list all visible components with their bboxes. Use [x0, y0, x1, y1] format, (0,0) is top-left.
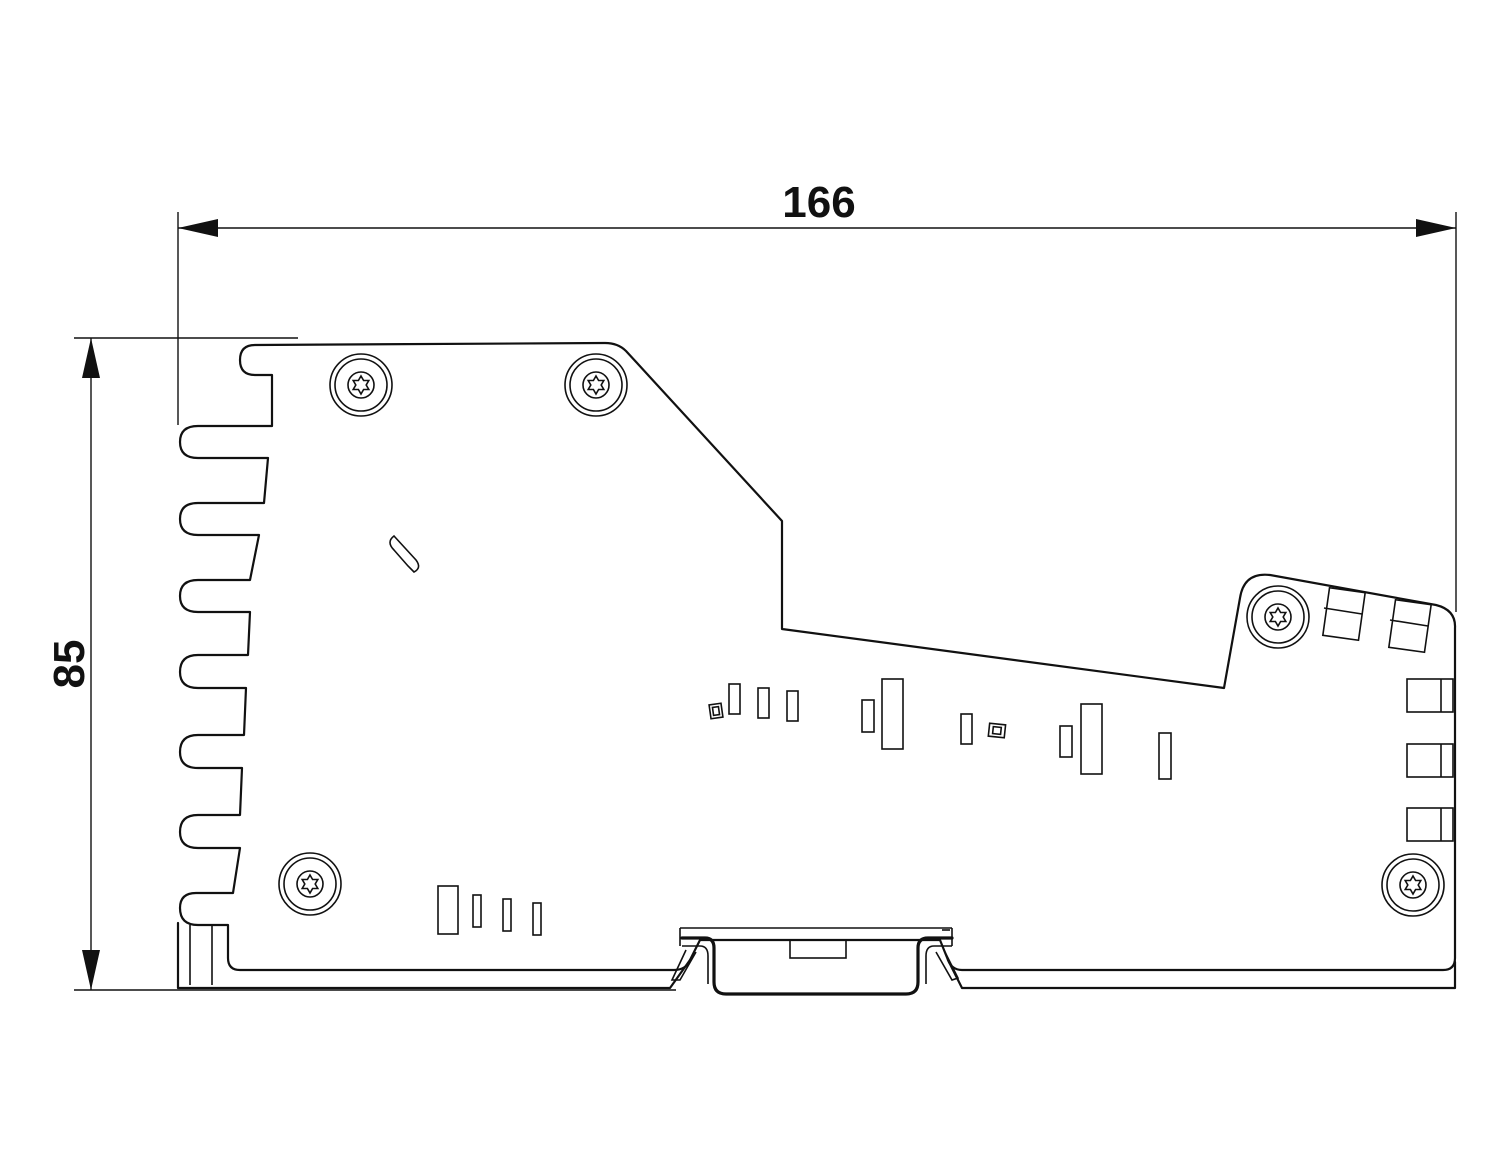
oval-slot — [389, 534, 420, 573]
din-rail — [670, 927, 960, 996]
screw-icon — [1381, 853, 1445, 917]
component-resistor — [502, 898, 512, 932]
height-value: 85 — [45, 640, 94, 689]
component-resistor — [728, 683, 741, 715]
latch-right — [935, 949, 960, 981]
base-strip-right — [946, 958, 1457, 990]
component-resistor — [1158, 732, 1172, 780]
component-capacitor — [1080, 703, 1103, 775]
housing-outline — [178, 341, 1457, 972]
din-rail-inner — [682, 945, 709, 984]
connector-side-3 — [1406, 807, 1454, 842]
latch-left — [670, 949, 697, 981]
connector-side-2 — [1406, 743, 1454, 778]
width-arrow-right — [1416, 219, 1456, 237]
height-arrow-top — [82, 338, 100, 378]
components — [437, 678, 1172, 936]
component-small-square-inner — [711, 705, 721, 717]
component-resistor — [757, 687, 770, 719]
screws — [278, 353, 1445, 917]
connector-top-1 — [1321, 586, 1367, 642]
component-resistor — [861, 699, 875, 733]
din-rail-inner-right — [925, 945, 952, 984]
din-rail-clip — [789, 939, 847, 959]
screw-icon — [278, 852, 342, 916]
connector-side-1 — [1406, 678, 1454, 713]
connector-top-1-divider — [1323, 607, 1363, 615]
component-resistor — [472, 894, 482, 928]
component-capacitor — [881, 678, 904, 750]
height-dimension: 85 — [45, 337, 676, 991]
width-arrow-left — [178, 219, 218, 237]
connector-top-2 — [1387, 598, 1433, 654]
width-dimension: 166 — [177, 178, 1457, 612]
component-resistor — [960, 713, 973, 745]
housing — [176, 341, 1457, 990]
screw-icon — [564, 353, 628, 417]
component-resistor — [1059, 725, 1073, 758]
component-resistor — [532, 902, 542, 936]
component-resistor — [786, 690, 799, 722]
component-capacitor — [437, 885, 459, 935]
height-arrow-bottom — [82, 950, 100, 990]
width-value: 166 — [782, 178, 855, 227]
connector-top-2-divider — [1389, 619, 1429, 627]
component-small-square-inner — [991, 725, 1003, 736]
din-rail-profile — [680, 936, 954, 996]
component-small-square — [708, 702, 724, 720]
base-strip-left — [176, 921, 692, 990]
component-small-square — [987, 722, 1007, 739]
connector-blocks — [1321, 586, 1454, 842]
screw-icon — [329, 353, 393, 417]
screw-icon — [1246, 585, 1310, 649]
